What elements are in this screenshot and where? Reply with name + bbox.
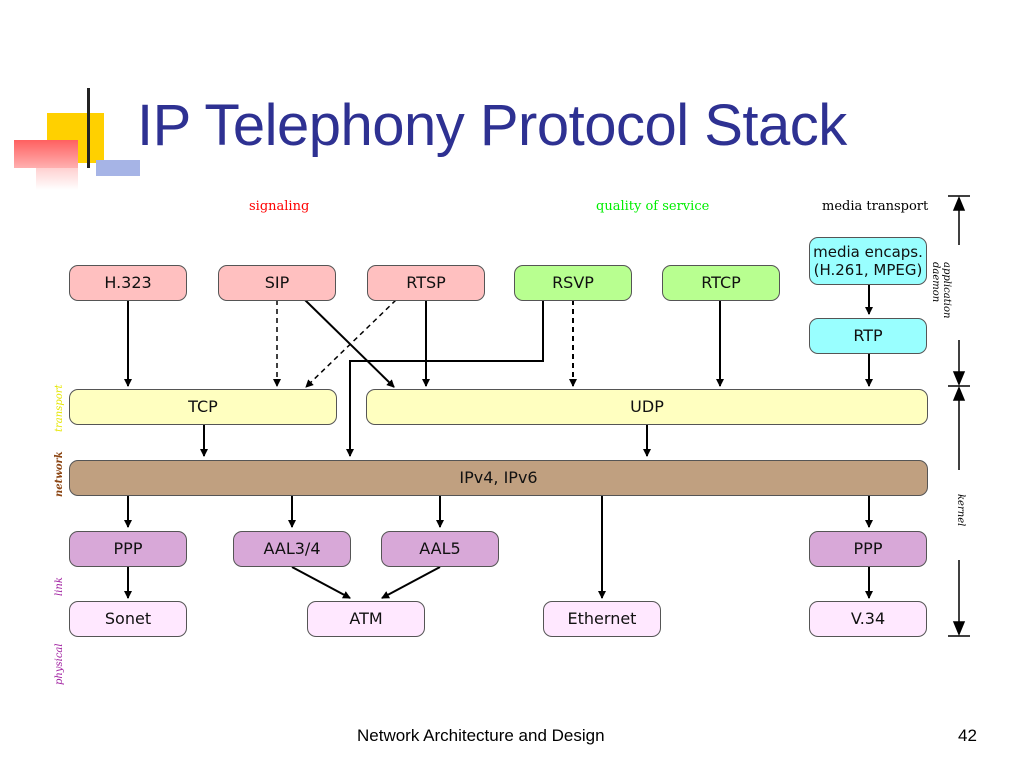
arrow-aal5-atm — [381, 566, 441, 599]
deco-red-square — [14, 140, 78, 168]
box-rtsp: RTSP — [367, 265, 485, 301]
bracket-app-arrow-up — [952, 196, 966, 211]
arrow-rsvp-ip — [346, 300, 544, 457]
deco-red-fade — [36, 168, 78, 190]
arrow-aal34-atm — [291, 566, 351, 599]
side-label-application: application daemon — [930, 262, 952, 319]
header-media-transport: media transport — [822, 199, 929, 214]
box-rtp: RTP — [809, 318, 927, 354]
box-ethernet: Ethernet — [543, 601, 661, 637]
box-ip: IPv4, IPv6 — [69, 460, 928, 496]
box-tcp: TCP — [69, 389, 337, 425]
box-udp: UDP — [366, 389, 928, 425]
side-label-link: link — [54, 577, 65, 596]
arrow-sip-udp — [304, 299, 395, 388]
deco-blue-square — [96, 160, 140, 176]
box-sip: SIP — [218, 265, 336, 301]
bracket-app-arrow-down — [952, 371, 966, 386]
box-rtcp: RTCP — [662, 265, 780, 301]
side-label-physical: physical — [54, 643, 65, 685]
box-h323: H.323 — [69, 265, 187, 301]
box-ppp-left: PPP — [69, 531, 187, 567]
arrow-rtsp-tcp — [305, 299, 397, 388]
deco-vertical-line — [87, 88, 90, 168]
side-label-transport: transport — [54, 384, 65, 432]
box-aal5: AAL5 — [381, 531, 499, 567]
box-atm: ATM — [307, 601, 425, 637]
header-signaling: signaling — [249, 199, 310, 214]
box-rsvp: RSVP — [514, 265, 632, 301]
box-media-encaps: media encaps. (H.261, MPEG) — [809, 237, 927, 285]
bracket-kernel-arrow-down — [952, 621, 966, 636]
box-sonet: Sonet — [69, 601, 187, 637]
box-ppp-right: PPP — [809, 531, 927, 567]
side-label-kernel: kernel — [955, 494, 966, 527]
slide-title: IP Telephony Protocol Stack — [137, 93, 847, 158]
box-v34: V.34 — [809, 601, 927, 637]
box-aal34: AAL3/4 — [233, 531, 351, 567]
page-number: 42 — [958, 726, 977, 745]
footer-text: Network Architecture and Design — [357, 726, 605, 745]
header-qos: quality of service — [596, 199, 710, 214]
side-label-network: network — [54, 451, 65, 497]
